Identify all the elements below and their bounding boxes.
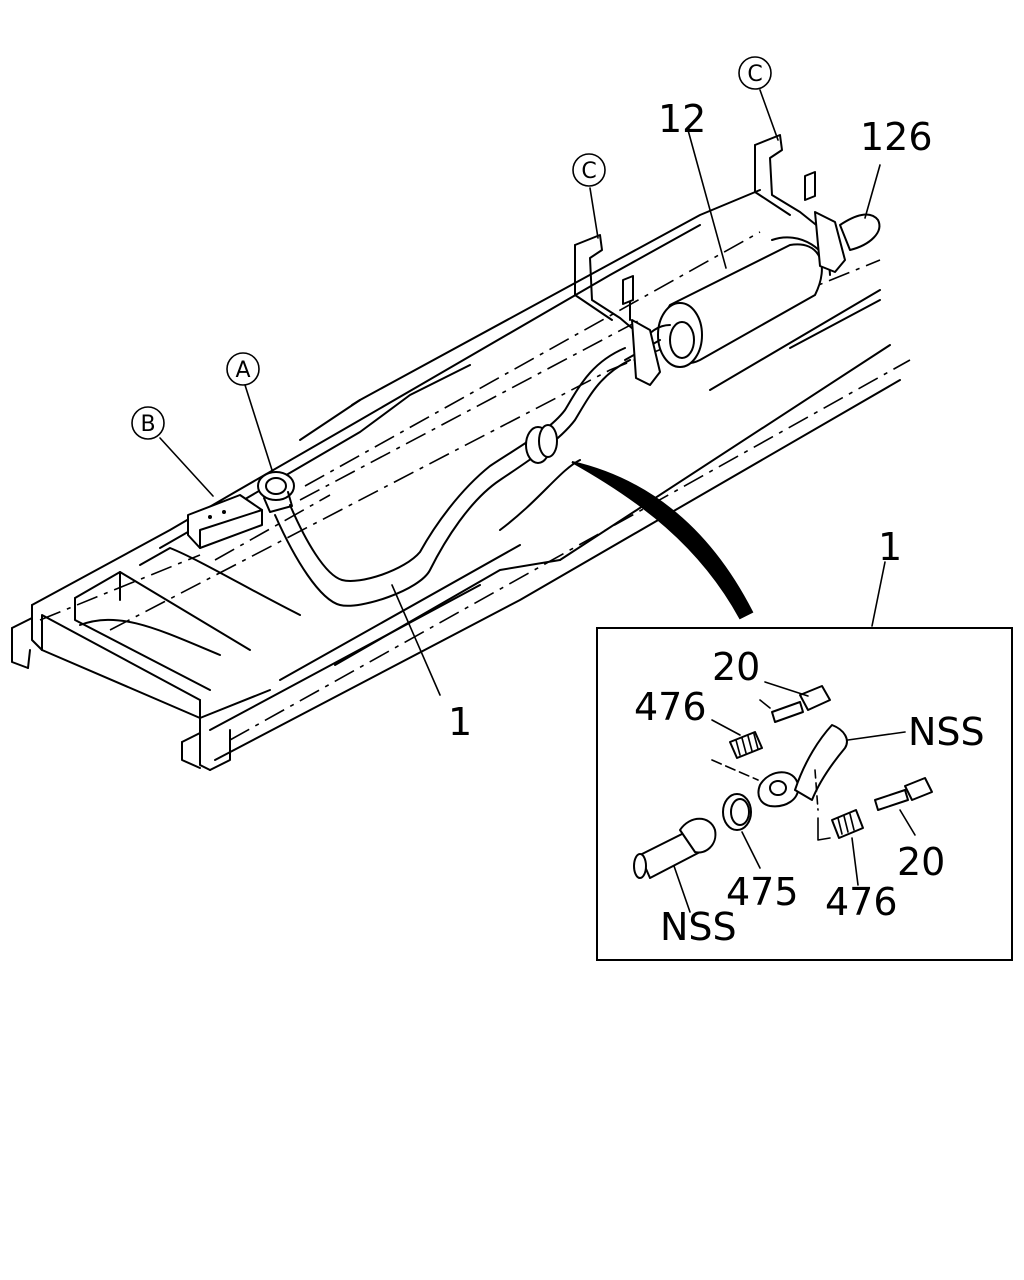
callout-a-label: A <box>235 358 250 383</box>
label-spring-top: 476 <box>634 685 707 729</box>
detail-arrow <box>571 461 754 620</box>
spring-bottom <box>831 809 864 839</box>
label-bolt-right: 20 <box>897 840 945 884</box>
pipe-bottom <box>633 817 717 879</box>
bolt-right <box>874 777 933 811</box>
seal-ring <box>722 793 752 831</box>
hanger-bracket-rear <box>754 134 846 273</box>
bracket-b <box>187 494 263 549</box>
bolt-top <box>759 685 831 723</box>
label-bolt-top: 20 <box>712 645 760 689</box>
callout-c-left: C <box>572 153 606 187</box>
leader-lines <box>159 89 886 696</box>
callout-c-left-label: C <box>581 159 596 184</box>
chassis-frame <box>11 189 911 771</box>
callout-c-right-label: C <box>747 62 762 87</box>
label-seal-ring: 475 <box>726 870 799 914</box>
hanger-bracket-front <box>574 234 661 386</box>
callout-detail-1: 1 <box>878 525 902 569</box>
spring-top <box>729 731 763 759</box>
label-spring-bottom: 476 <box>825 880 898 924</box>
callout-a: A <box>226 352 260 386</box>
callout-12: 12 <box>658 97 706 141</box>
tail-pipe <box>839 213 881 251</box>
label-nss-bottom: NSS <box>660 905 737 949</box>
callout-b-label: B <box>140 412 155 437</box>
muffler <box>624 236 831 368</box>
callout-c-right: C <box>738 56 772 90</box>
callout-1: 1 <box>448 700 472 744</box>
label-nss-top: NSS <box>908 710 985 754</box>
callout-126: 126 <box>860 115 933 159</box>
detail-inset: 20 476 NSS 20 476 475 NSS <box>596 627 1013 961</box>
callout-b: B <box>131 406 165 440</box>
flange-top <box>757 724 848 808</box>
front-exhaust-pipe <box>257 347 631 607</box>
